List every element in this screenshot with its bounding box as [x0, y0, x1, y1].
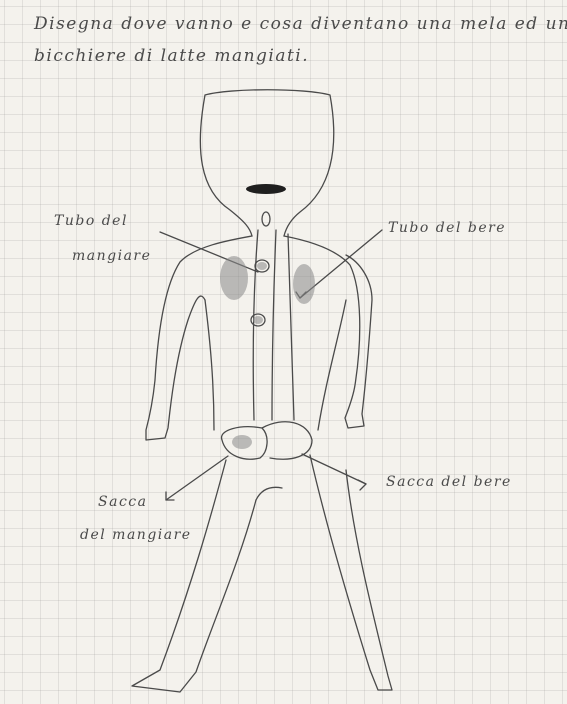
label-tubo-mangiare-line2: mangiare	[72, 248, 151, 264]
left-leg	[132, 460, 256, 692]
head-outline	[200, 90, 333, 236]
pointer-sacca-mangiare	[166, 456, 228, 500]
food-tube	[253, 230, 276, 420]
left-lung-shading	[220, 256, 248, 300]
right-arm	[284, 236, 372, 428]
torso-left	[205, 300, 214, 430]
label-sacca-bere: Sacca del bere	[386, 474, 512, 490]
label-tubo-mangiare-line1: Tubo del	[54, 213, 128, 229]
label-tubo-bere: Tubo del bere	[388, 220, 506, 236]
drink-tube	[288, 234, 294, 420]
pointer-sacca-bere	[302, 454, 366, 484]
mouth	[246, 184, 286, 194]
label-sacca-mangiare-line2: del mangiare	[80, 527, 192, 543]
label-sacca-mangiare-line1: Sacca	[98, 494, 147, 510]
torso-right	[318, 300, 346, 430]
right-leg	[310, 455, 392, 690]
drink-bag	[262, 422, 312, 459]
right-lung-shading	[293, 264, 315, 304]
